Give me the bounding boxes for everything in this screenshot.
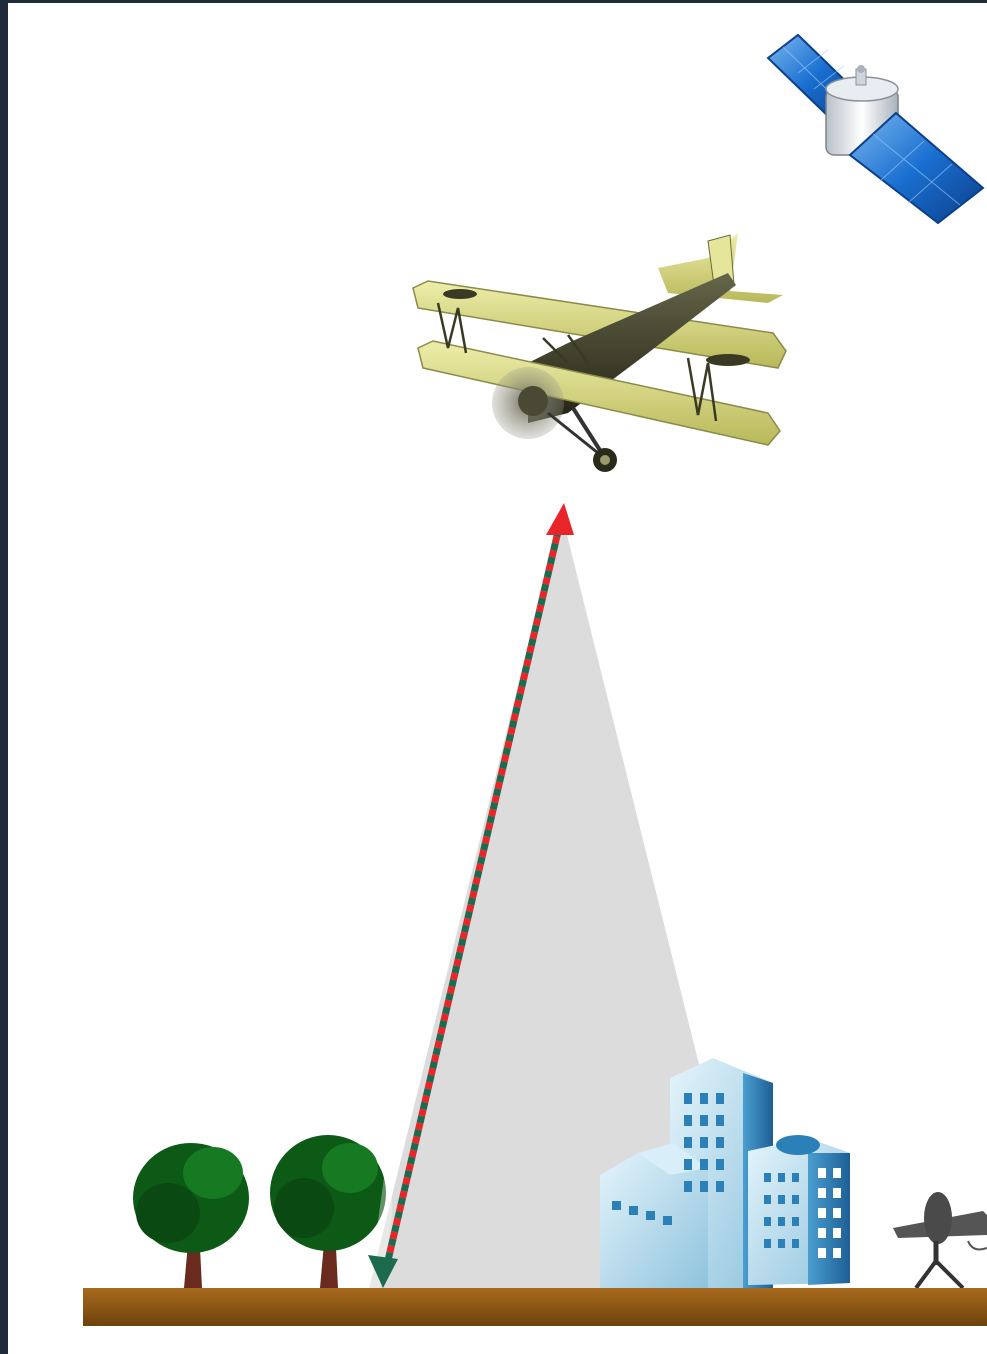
tree-icon	[270, 1135, 386, 1288]
tree-icon	[133, 1143, 249, 1288]
airplane-icon	[413, 233, 786, 472]
satellite-dish-icon	[893, 1192, 987, 1288]
arrow-up-icon	[546, 503, 574, 535]
satellite-icon	[768, 35, 983, 223]
ground-bar	[83, 1288, 987, 1326]
diagram-canvas	[8, 3, 987, 1354]
